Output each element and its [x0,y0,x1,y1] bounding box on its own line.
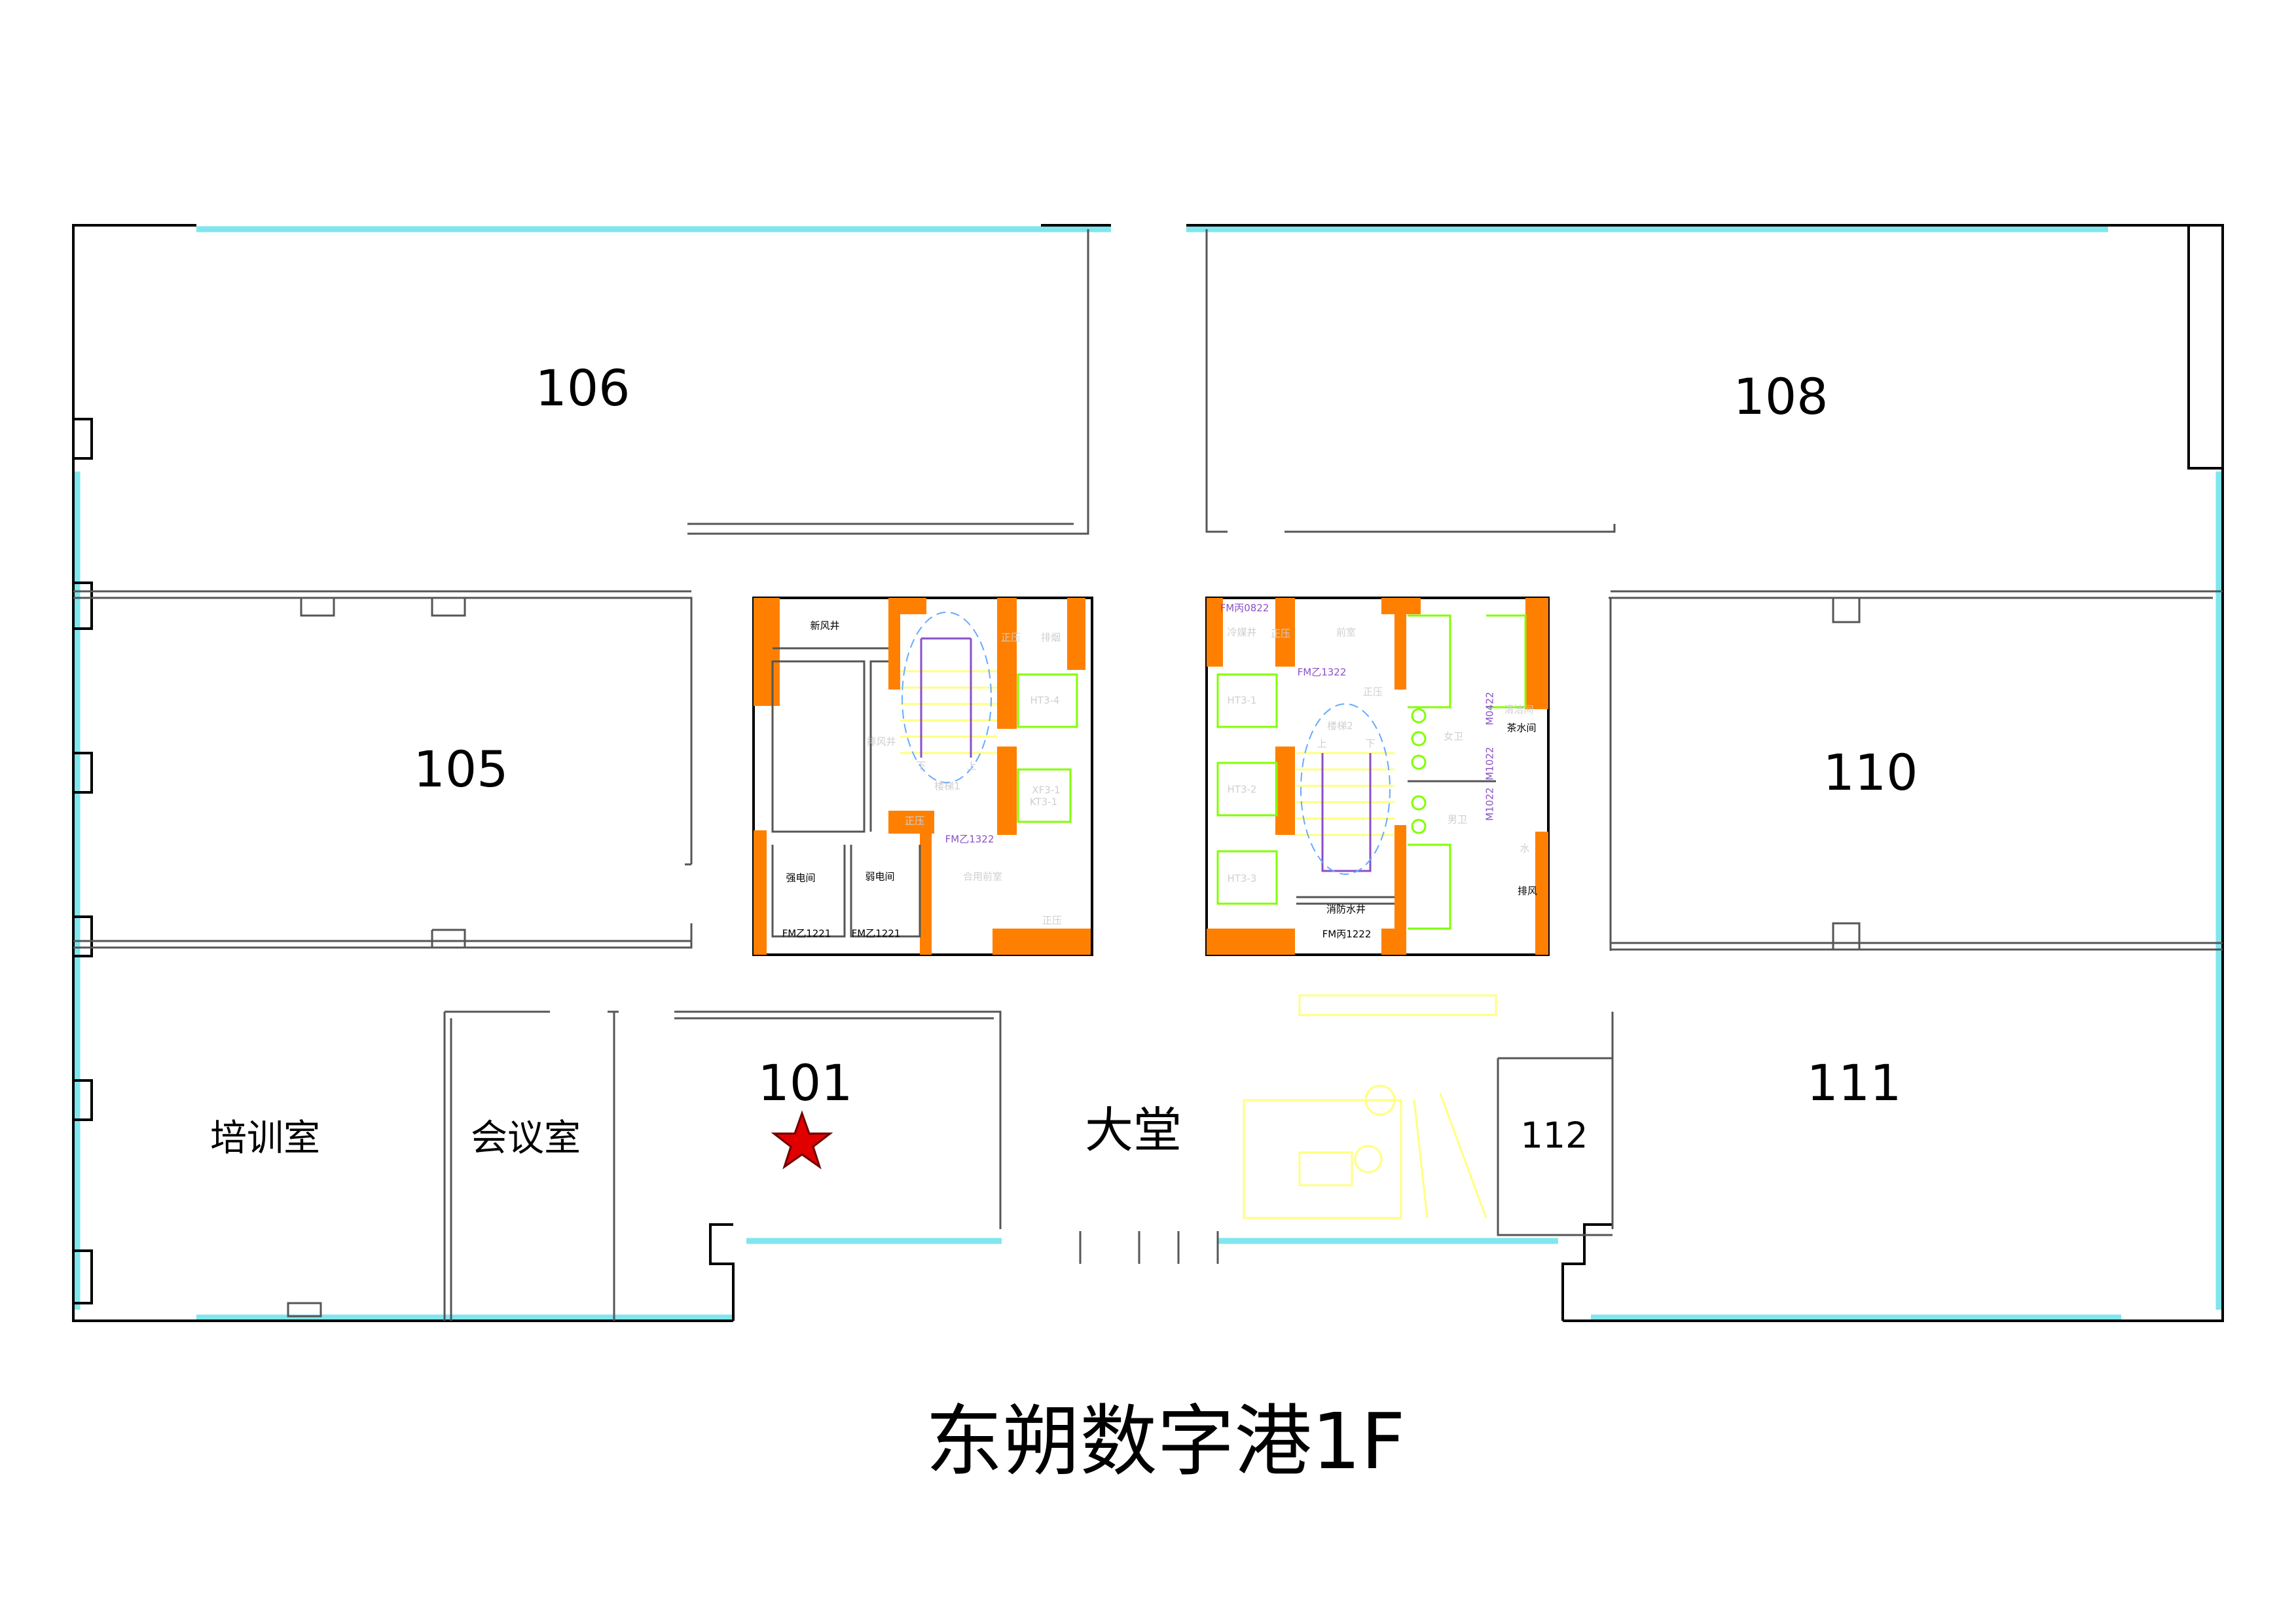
label: 正压 [1042,915,1062,927]
label: 正压 [1001,632,1021,644]
label: FM乙1221 [852,928,901,940]
plan-title: 东朔数字港1F [926,1396,1406,1486]
label: M1022 [1484,787,1496,821]
label: 排风井 [866,736,896,748]
room-105-label: 105 [413,740,508,798]
label: FM乙1322 [1298,667,1347,678]
interior-walls [73,229,2223,1321]
label: HT3-3 [1228,873,1257,885]
label: XF3-1 [1032,784,1060,796]
room-106-label: 106 [535,359,630,417]
label: 水 [1520,843,1529,855]
label: 强电间 [786,872,815,884]
room-101-label: 101 [757,1054,852,1112]
label: 合用前室 [963,871,1002,883]
room-labels: 106 108 105 110 101 111 112 培训室 会议室 大堂 [210,359,1918,1160]
room-110-label: 110 [1823,743,1918,802]
label: 前室 [1336,627,1356,638]
label: 下 [916,760,926,772]
core-2-labels: FM丙0822 冷媒井 正压 前室 FM乙1322 正压 HT3-1 HT3-2… [1220,602,1537,940]
label: 清洁间 [1504,704,1533,716]
label: 上 [1317,738,1326,750]
core-2 [1205,597,1550,956]
label: 正压 [1271,628,1290,640]
label: 男卫 [1448,814,1467,826]
label: KT3-1 [1030,796,1057,808]
exterior-walls [72,224,2224,1322]
star-icon [771,1110,833,1170]
core-1 [752,597,1093,956]
label: 新风井 [810,620,839,632]
label: 正压 [905,815,924,827]
room-112-label: 112 [1520,1115,1588,1156]
room-108-label: 108 [1733,367,1828,426]
label: M0422 [1484,692,1496,725]
label: 女卫 [1444,731,1463,743]
label: 消防水井 [1326,904,1366,915]
training-room-label: 培训室 [210,1117,320,1160]
label: 楼梯1 [934,781,960,792]
label: M1022 [1484,747,1496,780]
core-1-labels: 新风井 排风井 正压 排烟 HT3-4 XF3-1 KT3-1 楼梯1 下 上 … [782,620,1062,940]
lobby-label: 大堂 [1085,1103,1182,1159]
label: 冷媒井 [1227,627,1256,638]
label: 排烟 [1041,632,1061,644]
label: HT3-4 [1030,695,1060,707]
label: HT3-2 [1228,784,1257,796]
label: 弱电间 [865,871,894,883]
label: FM丙1222 [1322,929,1372,940]
label: 下 [1365,738,1375,750]
meeting-room-label: 会议室 [471,1117,581,1160]
label: FM乙1221 [782,928,831,940]
label: 正压 [1363,686,1383,698]
label: 排风 [1518,885,1537,897]
label: 茶水间 [1506,722,1536,734]
label: 上 [966,760,976,772]
label: HT3-1 [1228,695,1257,707]
label: FM乙1322 [945,834,994,845]
room-111-label: 111 [1806,1054,1901,1112]
glazing [74,226,2222,1321]
lobby-furniture [1243,994,1497,1219]
label: 楼梯2 [1327,720,1353,732]
label: FM丙0822 [1220,602,1269,614]
